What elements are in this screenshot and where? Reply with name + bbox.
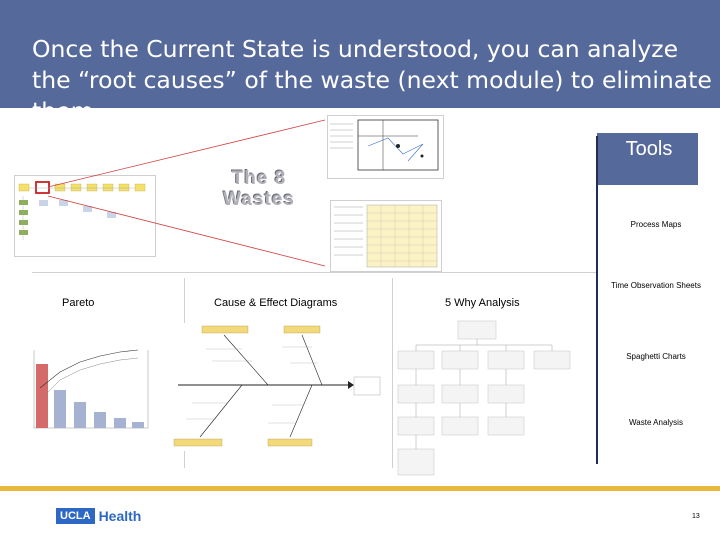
divider-vertical-2 <box>392 278 393 468</box>
ucla-health-logo: UCLA Health <box>56 507 142 524</box>
logo-box: UCLA <box>56 507 95 524</box>
tool-item-spaghetti-charts: Spaghetti Charts <box>626 352 686 361</box>
pareto-chart-thumbnail <box>20 340 162 440</box>
divider-horizontal <box>32 272 596 273</box>
page-number: 13 <box>692 513 700 520</box>
pareto-label: Pareto <box>62 297 95 309</box>
process-map-thumbnail <box>14 175 156 257</box>
eight-wastes-label: The 8 Wastes <box>223 168 295 210</box>
five-why-tree-thumbnail <box>396 317 590 482</box>
tools-title: Tools <box>625 138 673 160</box>
tool-item-waste-analysis: Waste Analysis <box>629 418 683 427</box>
cause-effect-diagram-thumbnail <box>172 323 382 451</box>
slide-header: Once the Current State is understood, yo… <box>0 0 720 125</box>
slide-title: Once the Current State is understood, yo… <box>32 35 712 125</box>
tool-item-time-observation: Time Observation Sheets <box>611 281 701 290</box>
logo-text: Health <box>98 507 142 524</box>
tool-item-process-maps: Process Maps <box>630 220 682 229</box>
time-observation-thumbnail <box>330 200 442 272</box>
spaghetti-chart-thumbnail <box>327 115 444 179</box>
tools-panel-header <box>597 133 698 185</box>
five-why-label: 5 Why Analysis <box>445 297 520 309</box>
tools-vertical-line <box>596 136 598 464</box>
footer-accent-bar <box>0 486 720 491</box>
cause-effect-label: Cause & Effect Diagrams <box>214 297 338 309</box>
